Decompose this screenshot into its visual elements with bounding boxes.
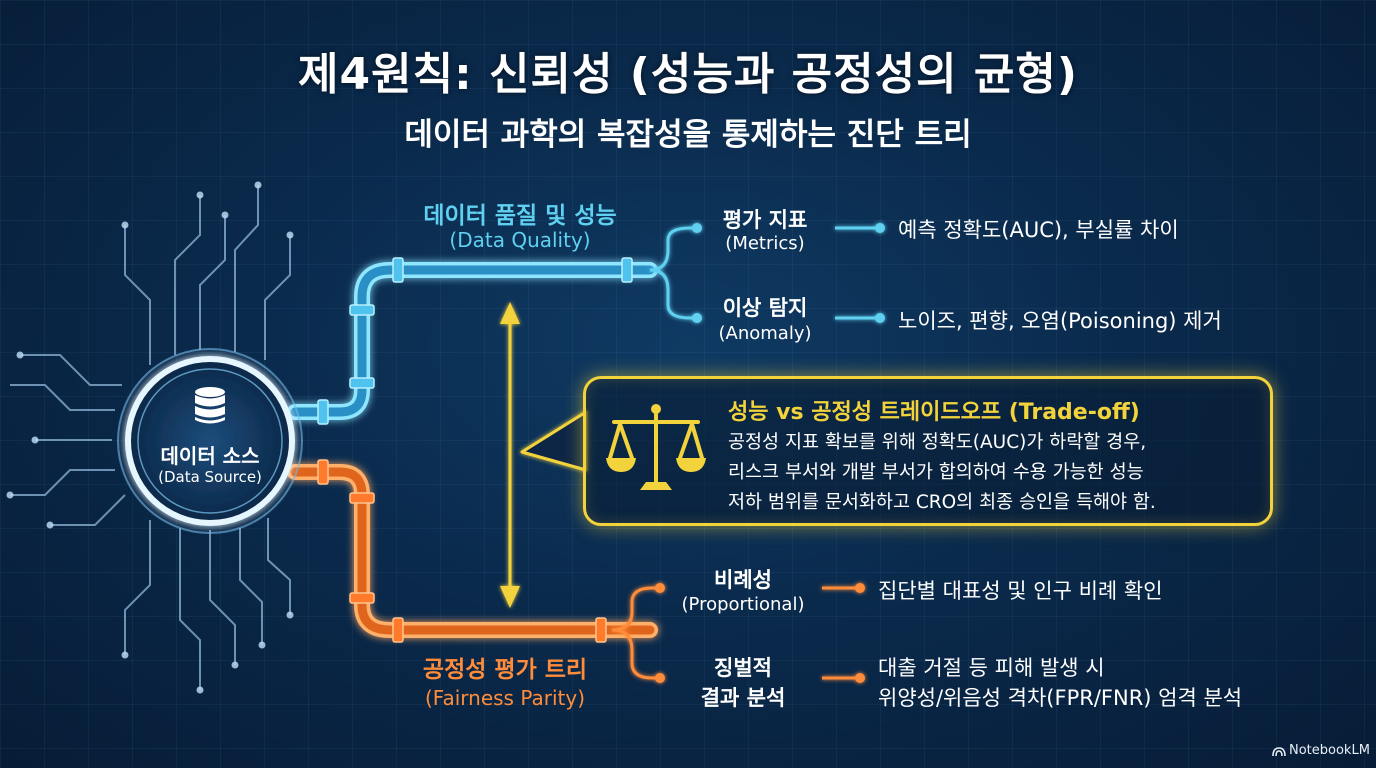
fairness-branch-sublabel: (Fairness Parity) <box>424 686 585 710</box>
anomaly-node-label: 이상 탐지 <box>722 296 808 320</box>
metrics-node-sublabel: (Metrics) <box>725 233 805 254</box>
quality-branch-label: 데이터 품질 및 성능 <box>423 203 617 229</box>
watermark: NotebookLM <box>1272 743 1370 758</box>
page-title: 제4원칙: 신뢰성 (성능과 공정성의 균형) <box>298 49 1078 100</box>
source-label: 데이터 소스 <box>160 444 260 468</box>
punitive-node-label-1: 징벌적 <box>714 656 772 680</box>
quality-dots <box>692 223 885 323</box>
source-circle <box>117 348 303 534</box>
metrics-leaf: 예측 정확도(AUC), 부실률 차이 <box>898 218 1179 242</box>
database-icon <box>193 386 227 426</box>
anomaly-node-sublabel: (Anomaly) <box>718 323 812 344</box>
scales-icon <box>602 400 710 500</box>
watermark-text: NotebookLM <box>1289 743 1370 758</box>
fairness-branch-label: 공정성 평가 트리 <box>422 657 588 683</box>
metrics-node-label: 평가 지표 <box>722 208 808 232</box>
quality-branches <box>649 226 878 320</box>
anomaly-leaf: 노이즈, 편향, 오염(Poisoning) 제거 <box>898 309 1222 333</box>
fairness-pipe-joints <box>317 459 607 643</box>
double-arrow <box>500 302 520 608</box>
tradeoff-line-1: 공정성 지표 확보를 위해 정확도(AUC)가 하락할 경우, <box>728 432 1147 453</box>
notebooklm-icon <box>1272 746 1286 756</box>
tradeoff-line-2: 리스크 부서와 개발 부서가 합의하여 수용 가능한 성능 <box>728 462 1144 483</box>
tradeoff-title: 성능 vs 공정성 트레이드오프 (Trade-off) <box>728 400 1140 425</box>
tradeoff-line-3: 저하 범위를 문서화하고 CRO의 최종 승인을 득해야 함. <box>728 492 1156 513</box>
quality-pipe <box>287 262 658 420</box>
fairness-pipe <box>287 464 658 638</box>
proportional-node-sublabel: (Proportional) <box>681 594 805 615</box>
punitive-leaf-2: 위양성/위음성 격차(FPR/FNR) 엄격 분석 <box>878 686 1243 710</box>
fairness-dots <box>655 583 865 683</box>
quality-branch-sublabel: (Data Quality) <box>449 228 591 252</box>
punitive-node-label-2: 결과 분석 <box>700 686 786 710</box>
punitive-leaf-1: 대출 거절 등 피해 발생 시 <box>878 656 1105 680</box>
circuit-traces <box>10 185 291 690</box>
page-subtitle: 데이터 과학의 복잡성을 통제하는 진단 트리 <box>404 117 972 153</box>
proportional-node-label: 비례성 <box>714 568 772 592</box>
fairness-branches <box>611 586 858 680</box>
circuit-pads <box>6 181 294 694</box>
source-sublabel: (Data Source) <box>158 468 262 486</box>
callout-pointer <box>520 410 588 472</box>
proportional-leaf: 집단별 대표성 및 인구 비례 확인 <box>878 579 1163 603</box>
quality-pipe-joints <box>317 257 633 425</box>
